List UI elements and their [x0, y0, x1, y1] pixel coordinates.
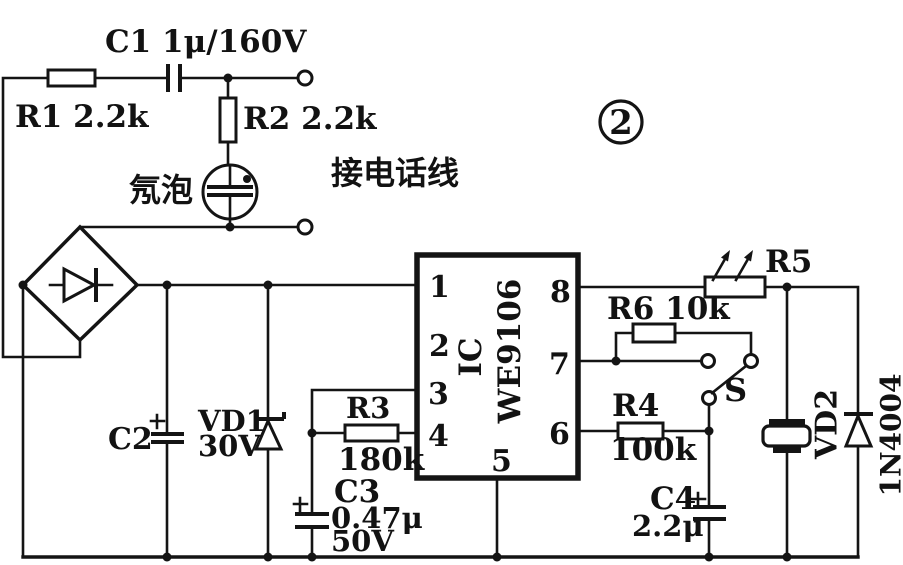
light-arrows-icon — [711, 250, 753, 282]
switch-s — [700, 353, 759, 406]
label-switch: S — [724, 371, 747, 409]
ic-pin-5: 5 — [491, 444, 512, 479]
label-c3-voltage: 50V — [331, 524, 394, 558]
label-neon-bulb: 氖泡 — [128, 171, 193, 209]
label-c4: C4 — [650, 481, 696, 517]
ic-pin-2: 2 — [429, 329, 450, 364]
resistor-r6 — [631, 322, 677, 344]
label-r4-value: 100k — [610, 432, 698, 468]
resistor-r1 — [46, 68, 97, 88]
switch-arm — [710, 364, 748, 395]
label-r3: R3 — [346, 391, 390, 425]
label-c2: C2 — [108, 422, 153, 457]
capacitor-c4 — [690, 491, 726, 521]
bridge-diode-triangle — [62, 266, 98, 304]
ic-model-label: WE9106 — [492, 279, 528, 425]
ic-pin-6: 6 — [549, 417, 570, 452]
figure-number-badge: 2 — [598, 99, 644, 145]
figure-number: 2 — [609, 103, 633, 143]
bridge-rectifier — [20, 224, 140, 343]
c3-polarity-plus — [292, 496, 309, 513]
capacitor-c1 — [166, 64, 182, 92]
label-c3-value: 0.47μ — [331, 501, 423, 535]
wires — [1, 76, 860, 559]
label-vd2: VD2 — [810, 389, 845, 460]
label-vd1: VD1 — [197, 404, 266, 438]
ic-pin-8: 8 — [550, 275, 571, 310]
label-c3: C3 — [334, 474, 380, 510]
phone-terminal-top — [296, 69, 314, 87]
resistor-r3 — [343, 423, 400, 443]
label-c4-value: 2.2μ — [632, 509, 704, 543]
junction-dots — [18, 73, 792, 562]
zener-vd1 — [253, 412, 286, 451]
neon-bulb — [201, 163, 259, 229]
resistor-r4 — [616, 421, 665, 441]
ic-we9106: 1 2 3 4 5 6 7 8 IC WE9106 — [414, 252, 581, 481]
ic-pin-3: 3 — [428, 377, 449, 412]
c2-polarity-plus — [149, 413, 166, 430]
resistor-r2 — [218, 96, 238, 144]
label-r3-value: 180k — [338, 442, 426, 478]
label-c1: C1 1μ/160V — [105, 24, 307, 60]
ic-pin-7: 7 — [549, 347, 570, 382]
label-r6: R6 10k — [607, 291, 731, 327]
capacitor-c2 — [149, 413, 184, 444]
label-r2: R2 2.2k — [243, 101, 378, 137]
piezo-sounder — [761, 419, 812, 453]
label-phone-line: 接电话线 — [331, 154, 459, 192]
ic-pin-1: 1 — [429, 270, 450, 305]
label-r1: R1 2.2k — [15, 99, 150, 135]
label-r5: R5 — [765, 244, 812, 280]
neon-indicator-dot — [243, 175, 251, 183]
label-vd2-model: 1N4004 — [875, 373, 903, 496]
label-r4: R4 — [612, 388, 659, 424]
photoresistor-r5 — [703, 250, 767, 299]
phone-terminal-bottom — [296, 218, 314, 236]
label-vd1-value: 30V — [198, 429, 261, 463]
ic-pin-4: 4 — [428, 419, 449, 454]
c4-polarity-plus — [690, 491, 707, 508]
ic-label: IC — [453, 337, 489, 376]
diode-vd2 — [843, 412, 874, 448]
capacitor-c3 — [292, 496, 329, 529]
